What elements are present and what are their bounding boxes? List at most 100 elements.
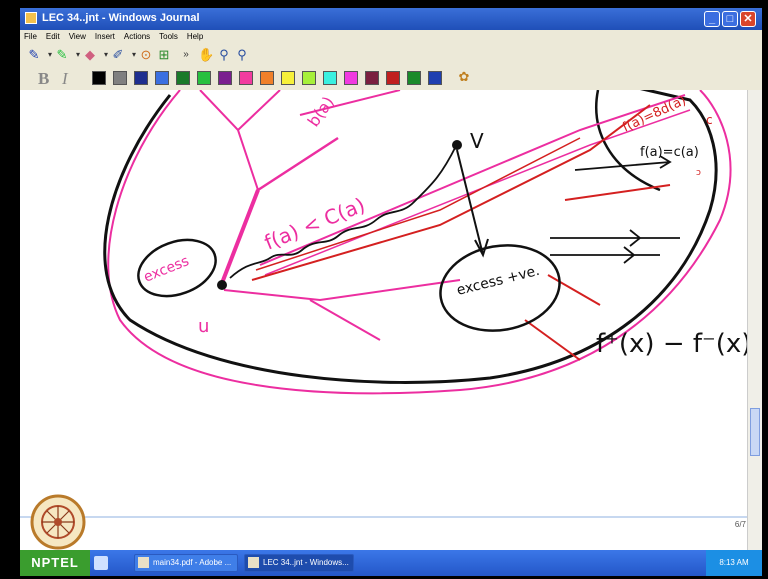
eraser-icon[interactable]: ◆ xyxy=(85,47,95,62)
arrow-v-down xyxy=(456,149,489,258)
color-swatch[interactable] xyxy=(218,71,232,85)
pdf-icon xyxy=(138,557,149,568)
label-excess-left: excess xyxy=(142,253,192,286)
start-button[interactable]: NPTEL xyxy=(20,550,90,576)
taskbar-item-label: LEC 34..jnt - Windows... xyxy=(263,558,349,567)
pink-arrow-up xyxy=(220,189,260,284)
color-picker-icon[interactable]: ✿ xyxy=(458,69,470,84)
lasso-icon[interactable]: ⊙ xyxy=(140,47,152,62)
color-swatch[interactable] xyxy=(281,71,295,85)
zoom-in-icon[interactable]: ⚲ xyxy=(219,47,229,62)
window-title: LEC 34..jnt - Windows Journal xyxy=(42,12,200,24)
color-swatch[interactable] xyxy=(428,71,442,85)
pen-toolbar: ✎ ▾ ✎ ▾ ◆ ▾ ✐ ▾ ⊙ ⊞ » ✋ ⚲ ⚲ xyxy=(20,44,762,67)
pink-arrow-top xyxy=(257,136,339,192)
squiggle-path xyxy=(229,145,457,279)
close-button[interactable]: ✕ xyxy=(740,11,756,27)
journal-icon xyxy=(248,557,259,568)
red-line xyxy=(251,104,651,281)
color-swatch[interactable] xyxy=(197,71,211,85)
pen-icon[interactable]: ✐ xyxy=(112,47,124,62)
menu-file[interactable]: File xyxy=(24,32,37,41)
maximize-button[interactable]: □ xyxy=(722,11,738,27)
vertex-v xyxy=(452,140,462,150)
vertex-u xyxy=(217,280,227,290)
color-swatch[interactable] xyxy=(92,71,106,85)
label-comma: ↄ xyxy=(696,168,701,178)
pink-lower-line-2 xyxy=(309,299,381,341)
vertical-scrollbar[interactable] xyxy=(747,90,762,550)
minimize-button[interactable]: _ xyxy=(704,11,720,27)
selection-dropdown-icon[interactable]: ▾ xyxy=(131,50,136,59)
taskbar-item-journal[interactable]: LEC 34..jnt - Windows... xyxy=(244,554,354,572)
journal-canvas[interactable]: f(a)=8d(a) c f(a)=c(a) ↄ b(a) V f(a) < C… xyxy=(20,90,762,550)
pink-upper-diag xyxy=(299,90,401,116)
color-swatch[interactable] xyxy=(386,71,400,85)
color-swatch[interactable] xyxy=(260,71,274,85)
arrow-right-1 xyxy=(574,155,672,171)
excess-ellipse-right xyxy=(439,244,561,332)
pen-dropdown-icon[interactable]: ▾ xyxy=(47,50,52,59)
label-b-a: b(a) xyxy=(304,93,338,130)
red-line-2 xyxy=(255,137,581,271)
taskbar-item-adobe[interactable]: main34.pdf - Adobe ... xyxy=(134,554,238,572)
highlighter-dropdown-icon[interactable]: ▾ xyxy=(75,50,80,59)
menu-help[interactable]: Help xyxy=(186,32,204,41)
menu-bar: File Edit View Insert Actions Tools Help xyxy=(20,30,762,44)
pink-long-line xyxy=(259,94,686,266)
color-swatch[interactable] xyxy=(302,71,316,85)
red-slash xyxy=(547,274,601,306)
color-swatch[interactable] xyxy=(344,71,358,85)
zoom-out-icon[interactable]: ⚲ xyxy=(237,47,247,62)
system-tray-clock: 8:13 AM xyxy=(706,550,762,576)
color-swatch[interactable] xyxy=(176,71,190,85)
label-f-plus-minus: f⁺(x) − f⁻(x) xyxy=(596,329,751,359)
journal-app-icon xyxy=(25,12,37,24)
excess-ellipse-left xyxy=(137,238,217,298)
highlighter-icon[interactable]: ✎ xyxy=(56,47,68,62)
pen-icon[interactable]: ✎ xyxy=(28,47,40,62)
label-excess-ve: excess +ve. xyxy=(455,263,541,299)
italic-button[interactable]: I xyxy=(62,69,68,88)
pink-line-to-b xyxy=(237,90,281,131)
menu-actions[interactable]: Actions xyxy=(123,32,151,41)
windows-taskbar: NPTEL main34.pdf - Adobe ... LEC 34..jnt… xyxy=(20,550,762,576)
black-right-curve xyxy=(595,90,661,192)
show-desktop-icon[interactable] xyxy=(94,556,108,570)
menu-insert[interactable]: Insert xyxy=(94,32,115,41)
eraser-dropdown-icon[interactable]: ▾ xyxy=(103,50,108,59)
menu-tools[interactable]: Tools xyxy=(159,32,178,41)
bold-button[interactable]: B xyxy=(38,69,50,88)
color-swatch[interactable] xyxy=(365,71,379,85)
nptel-logo xyxy=(30,494,86,550)
hand-pan-icon[interactable]: ✋ xyxy=(198,47,215,62)
windows-journal-window: LEC 34..jnt - Windows Journal _ □ ✕ File… xyxy=(20,8,762,576)
title-bar: LEC 34..jnt - Windows Journal _ □ ✕ xyxy=(20,8,762,30)
label-f-lt-c: f(a) < C(a) xyxy=(261,193,368,255)
page-indicator: 6/7 xyxy=(734,520,746,529)
red-right-line xyxy=(564,184,671,201)
insert-space-icon[interactable]: ⊞ xyxy=(158,47,170,62)
menu-view[interactable]: View xyxy=(68,32,86,41)
color-swatch[interactable] xyxy=(239,71,253,85)
black-region-outline xyxy=(103,90,718,384)
color-swatch[interactable] xyxy=(407,71,421,85)
color-swatch[interactable] xyxy=(155,71,169,85)
outer-pink-region xyxy=(107,90,732,395)
label-f-eq-c: f(a)=c(a) xyxy=(640,145,699,160)
arrow-right-3 xyxy=(550,246,660,264)
format-toolbar: B I ✿ xyxy=(20,66,762,91)
color-swatch[interactable] xyxy=(134,71,148,85)
label-v: V xyxy=(470,129,484,153)
color-swatch[interactable] xyxy=(113,71,127,85)
taskbar-item-label: main34.pdf - Adobe ... xyxy=(153,558,232,567)
color-swatch[interactable] xyxy=(323,71,337,85)
overflow-icon[interactable]: » xyxy=(183,49,189,60)
menu-edit[interactable]: Edit xyxy=(45,32,60,41)
label-u: u xyxy=(198,316,209,337)
scrollbar-thumb[interactable] xyxy=(750,408,760,456)
pink-line-upper-left xyxy=(199,90,259,191)
red-slash-2 xyxy=(524,319,581,361)
arrow-right-2 xyxy=(550,229,680,247)
pink-lower-line xyxy=(223,279,461,302)
